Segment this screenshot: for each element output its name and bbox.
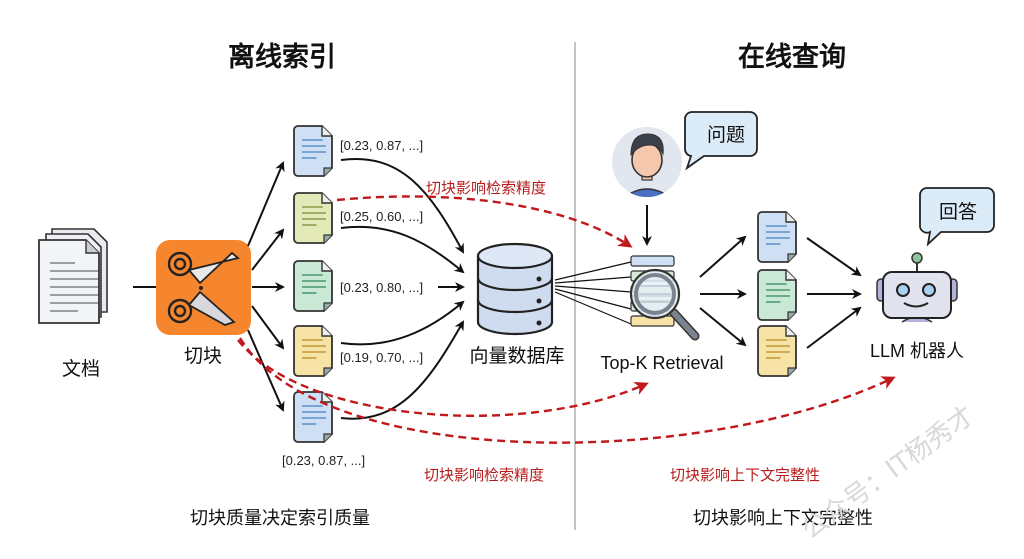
answer-bubble: 回答 [919, 187, 995, 247]
db-fan-lines [554, 261, 632, 325]
answer-text: 回答 [939, 201, 977, 223]
chunk-document-icon [293, 125, 333, 177]
question-bubble: 问题 [684, 111, 758, 171]
chunk-vector-2: [0.25, 0.60, ...] [340, 209, 423, 224]
impact-arrows [237, 195, 896, 444]
retrieval-magnifier-icon [629, 255, 700, 341]
context-arrows [806, 237, 862, 349]
embed-arrows [340, 157, 465, 420]
split-arrows [247, 161, 285, 412]
offline-title: 离线索引 [228, 41, 336, 73]
chunk-document-icon [293, 325, 333, 377]
online-title: 在线查询 [738, 42, 846, 73]
retrieved-chunk-icon [757, 325, 797, 377]
chunk-vector-4: [0.19, 0.70, ...] [340, 350, 423, 365]
chunk-document-icon [293, 260, 333, 312]
watermark: 公众号：IT杨秀才 [796, 401, 980, 546]
context-arrow [238, 337, 896, 444]
chunk-vector-1: [0.23, 0.87, ...] [340, 138, 423, 153]
precision-arrow-top [336, 195, 633, 248]
precision-annotation-bottom: 切块影响检索精度 [424, 466, 544, 484]
documents-label: 文档 [62, 358, 100, 380]
chunk-document-icon [293, 391, 333, 443]
retrieved-chunk-icon [757, 269, 797, 321]
chunk-vector-5: [0.23, 0.87, ...] [282, 453, 365, 468]
llm-robot-icon [876, 252, 958, 323]
online-footer: 切块影响上下文完整性 [693, 508, 873, 529]
precision-arrow-bottom [237, 339, 649, 417]
offline-footer: 切块质量决定索引质量 [190, 508, 370, 529]
chunking-label: 切块 [184, 345, 222, 367]
documents-icon [38, 228, 108, 324]
retrieved-chunk-icon [757, 211, 797, 263]
question-text: 问题 [707, 124, 745, 146]
vector-database-icon [476, 242, 554, 336]
retrieval-arrows [699, 235, 747, 347]
scissors-icon[interactable] [156, 240, 251, 335]
chunk-document-icon [293, 192, 333, 244]
context-annotation: 切块影响上下文完整性 [670, 466, 820, 484]
vector-db-label: 向量数据库 [469, 345, 564, 367]
llm-label: LLM 机器人 [870, 341, 964, 361]
retrieval-label: Top-K Retrieval [600, 353, 723, 373]
chunk-vector-3: [0.23, 0.80, ...] [340, 280, 423, 295]
user-avatar-icon [612, 127, 682, 197]
precision-annotation-top: 切块影响检索精度 [426, 179, 546, 197]
